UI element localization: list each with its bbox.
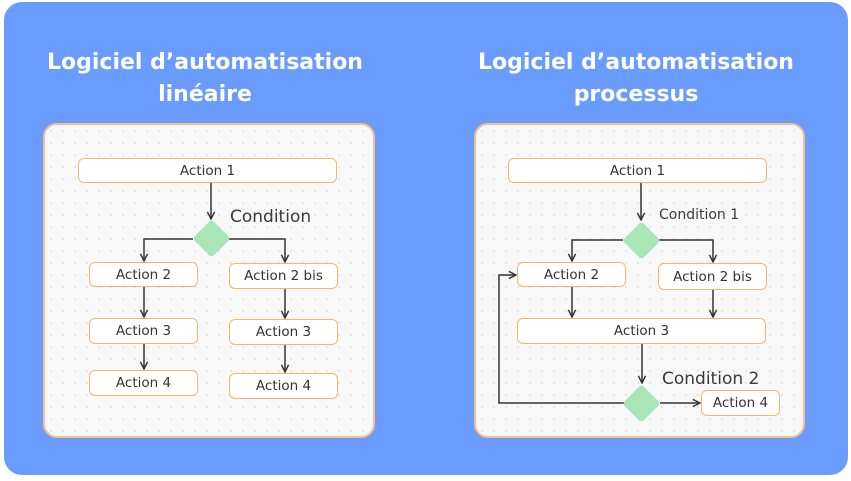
right-action1-box: Action 1 (508, 158, 767, 183)
left-arrow-condition-action2 (144, 238, 193, 261)
right-action4-box: Action 4 (701, 390, 780, 416)
right-title-line1: Logiciel d’automatisation (478, 50, 794, 75)
left-arrow-condition-action2bis (229, 238, 285, 262)
left-action2-box: Action 2 (89, 262, 198, 287)
right-arrow-condition1-action2 (572, 239, 623, 261)
right-title: Logiciel d’automatisation processus (461, 47, 811, 111)
left-action3-box: Action 3 (89, 318, 198, 344)
right-action3-box: Action 3 (517, 318, 766, 344)
left-action4-box: Action 4 (89, 370, 198, 396)
left-title-line2: linéaire (158, 82, 252, 107)
right-condition2-label: Condition 2 (662, 369, 760, 389)
right-arrow-condition1-action2bis (659, 239, 713, 262)
left-title: Logiciel d’automatisation linéaire (30, 47, 380, 111)
right-title-line2: processus (573, 82, 699, 107)
left-condition-label: Condition (230, 207, 312, 227)
right-action2-box: Action 2 (517, 262, 626, 287)
right-condition2-diamond (623, 385, 660, 422)
right-action2bis-box: Action 2 bis (658, 263, 767, 290)
left-title-line1: Logiciel d’automatisation (47, 50, 363, 75)
right-condition1-label: Condition 1 (659, 207, 740, 223)
left-action2bis-box: Action 2 bis (229, 263, 338, 289)
left-condition-diamond (193, 220, 230, 257)
left-action4b-box: Action 4 (229, 373, 338, 399)
right-condition1-diamond (623, 222, 660, 259)
left-action1-box: Action 1 (78, 158, 337, 183)
right-arrow-loop-back-action2 (498, 275, 624, 404)
left-action3b-box: Action 3 (229, 319, 338, 345)
